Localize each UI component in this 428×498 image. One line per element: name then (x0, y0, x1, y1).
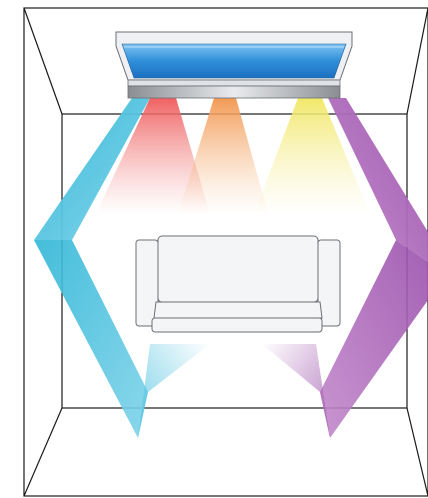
wall-edge-bottom-right (406, 407, 428, 497)
purple-beam-right-upper (328, 98, 428, 262)
wall-edge-bottom-left (23, 407, 63, 497)
sofa-backrest (157, 235, 319, 303)
light-bar (127, 85, 341, 99)
top-light-cones (96, 98, 370, 214)
projector-device-icon (115, 31, 353, 99)
cyan-beam-left-upper (34, 98, 150, 240)
orange-light-cone (178, 98, 268, 214)
purple-beam-right-lower (320, 240, 428, 438)
cyan-beam-left-fade (138, 344, 210, 438)
yellow-light-cone (254, 98, 370, 214)
sofa-icon (135, 235, 341, 333)
side-light-beams (34, 98, 428, 438)
device-screen (121, 43, 347, 79)
room-outer-frame (23, 7, 428, 497)
sofa-seat (153, 301, 323, 319)
wall-edge-top-left (23, 7, 63, 115)
purple-beam-right-fade (262, 344, 330, 438)
sofa-front-base (151, 317, 323, 333)
red-light-cone (96, 98, 210, 214)
device-lip (127, 79, 341, 87)
cyan-beam-left-lower (34, 240, 148, 438)
wall-edge-top-right (406, 7, 428, 115)
